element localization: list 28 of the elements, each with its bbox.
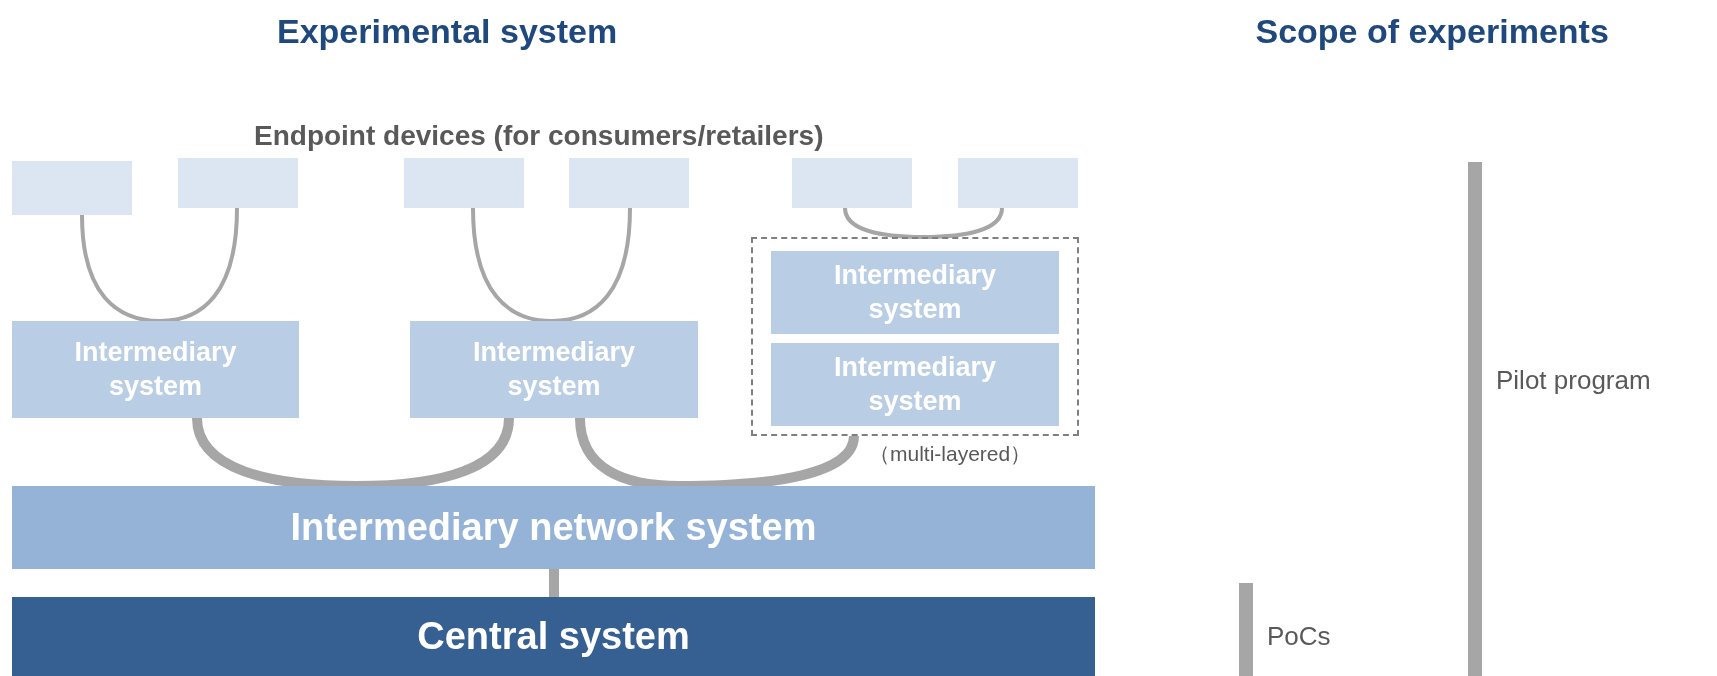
section-heading: Scope of experiments [1255,12,1609,51]
connector-line [80,214,161,323]
node-caption: （multi-layered） [869,441,1032,467]
endpoint-device-box [569,158,689,208]
endpoint-device-box [958,158,1078,208]
node-caption: Pilot program [1496,365,1651,396]
dashed-group-box [751,237,1079,436]
intermediary-system-box: Intermediary system [771,343,1059,426]
connector-line [471,207,553,323]
group-heading: Endpoint devices (for consumers/retailers) [254,120,824,152]
network-system-box: Intermediary network system [12,486,1095,569]
connector-line [551,207,632,323]
endpoint-device-box [792,158,912,208]
intermediary-system-box: Intermediary system [410,321,698,418]
central-system-box: Central system [12,597,1095,676]
intermediary-system-box: Intermediary system [12,321,299,418]
endpoint-device-box [404,158,524,208]
section-heading: Experimental system [277,12,618,51]
intermediary-system-box: Intermediary system [771,251,1059,334]
endpoint-device-box [12,161,132,215]
connector-line [549,569,559,597]
connector-line [159,207,239,323]
scope-bar [1468,162,1482,676]
node-caption: PoCs [1267,621,1331,652]
endpoint-device-box [178,158,298,208]
connector-line [843,207,924,239]
connector-line [922,207,1004,239]
scope-bar [1239,583,1253,676]
